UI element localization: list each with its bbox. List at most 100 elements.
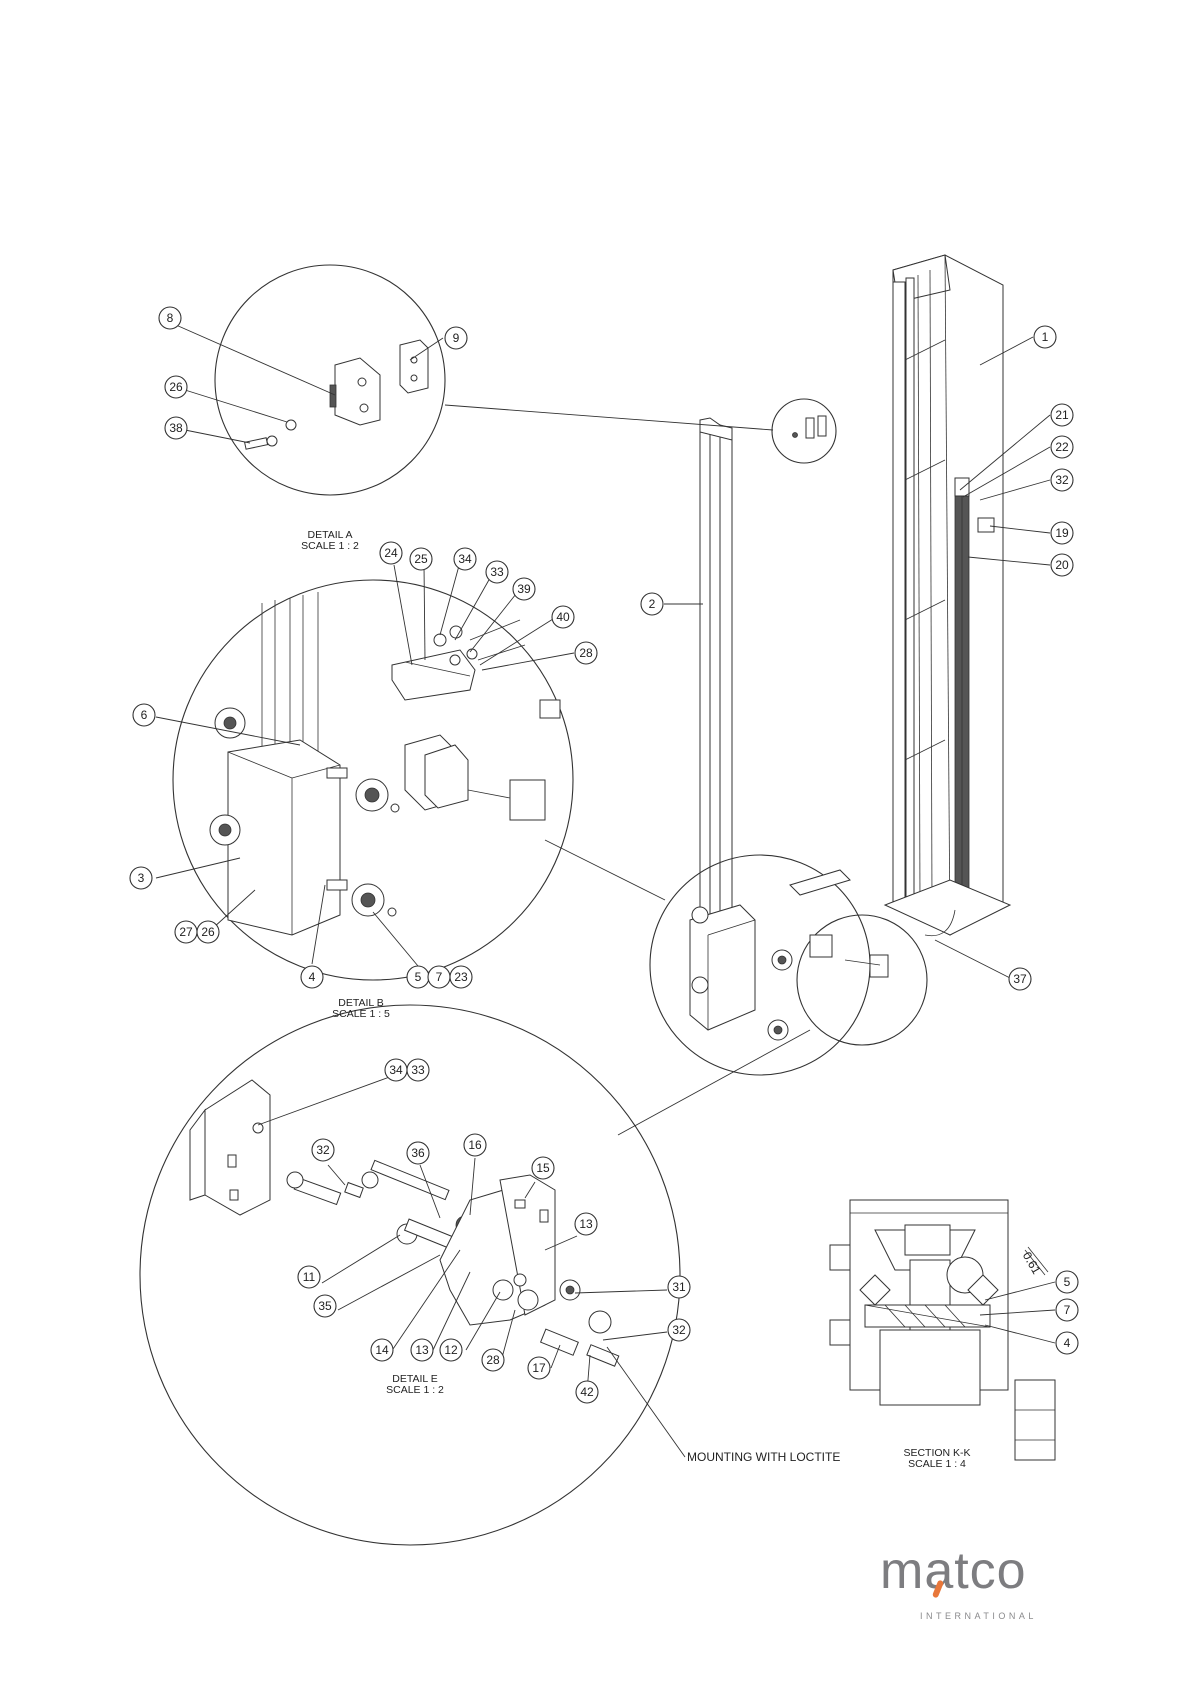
- mounting-note: MOUNTING WITH LOCTITE: [687, 1450, 840, 1464]
- svg-text:27: 27: [179, 925, 193, 939]
- svg-text:40: 40: [556, 610, 570, 624]
- balloon-e-28: 28: [482, 1349, 504, 1371]
- balloon-b-26: 26: [197, 921, 219, 943]
- balloon-e-31: 31: [668, 1276, 690, 1298]
- svg-text:36: 36: [411, 1146, 425, 1160]
- detail-e-parts: [190, 1080, 619, 1366]
- svg-text:33: 33: [490, 565, 504, 579]
- balloon-main-2: 2: [641, 593, 663, 615]
- svg-text:28: 28: [579, 646, 593, 660]
- svg-text:34: 34: [389, 1063, 403, 1077]
- svg-text:7: 7: [1064, 1303, 1071, 1317]
- balloon-e-15: 15: [532, 1157, 554, 1179]
- svg-text:4: 4: [309, 970, 316, 984]
- balloon-e-13a: 13: [575, 1213, 597, 1235]
- matco-logo: matco: [880, 1540, 1080, 1602]
- detail-b-parts: [210, 592, 560, 935]
- svg-text:26: 26: [169, 380, 183, 394]
- column-2: [690, 418, 755, 1030]
- balloon-b-39: 39: [513, 578, 535, 600]
- balloon-main-21: 21: [1051, 404, 1073, 426]
- svg-text:28: 28: [486, 1353, 500, 1367]
- balloon-a-38: 38: [165, 417, 187, 439]
- svg-text:26: 26: [201, 925, 215, 939]
- balloon-b-33: 33: [486, 561, 508, 583]
- svg-text:32: 32: [1055, 473, 1069, 487]
- balloon-b-25: 25: [410, 548, 432, 570]
- detail-b-callout: [650, 855, 870, 1075]
- balloon-e-12: 12: [440, 1339, 462, 1361]
- svg-text:32: 32: [672, 1323, 686, 1337]
- svg-text:2: 2: [649, 597, 656, 611]
- main-column-assembly: [885, 255, 1010, 936]
- svg-text:34: 34: [458, 552, 472, 566]
- svg-text:4: 4: [1064, 1336, 1071, 1350]
- section-kk-view: [830, 1200, 1055, 1460]
- balloon-main-37: 37: [1009, 968, 1031, 990]
- balloon-b-24: 24: [380, 542, 402, 564]
- logo-subtitle: INTERNATIONAL: [920, 1609, 1060, 1623]
- balloon-b-27: 27: [175, 921, 197, 943]
- svg-text:12: 12: [444, 1343, 458, 1357]
- dimension-label: 0.61: [1020, 1249, 1044, 1277]
- balloon-main-32: 32: [1051, 469, 1073, 491]
- balloon-kk-5: 5: [1056, 1271, 1078, 1293]
- svg-text:31: 31: [672, 1280, 686, 1294]
- balloon-kk-7: 7: [1056, 1299, 1078, 1321]
- svg-text:14: 14: [375, 1343, 389, 1357]
- detail-b-scale: SCALE 1 : 5: [332, 1008, 390, 1020]
- balloon-a-26: 26: [165, 376, 187, 398]
- svg-text:23: 23: [454, 970, 468, 984]
- balloon-b-34: 34: [454, 548, 476, 570]
- balloon-b-3: 3: [130, 867, 152, 889]
- svg-text:5: 5: [1064, 1275, 1071, 1289]
- detail-a-parts: [245, 340, 428, 449]
- balloon-e-11: 11: [298, 1266, 320, 1288]
- balloon-main-20: 20: [1051, 554, 1073, 576]
- balloon-e-17: 17: [528, 1357, 550, 1379]
- balloon-e-32b: 32: [668, 1319, 690, 1341]
- svg-text:20: 20: [1055, 558, 1069, 572]
- svg-text:17: 17: [532, 1361, 546, 1375]
- balloon-e-32a: 32: [312, 1139, 334, 1161]
- svg-text:3: 3: [138, 871, 145, 885]
- detail-e-scale: SCALE 1 : 2: [386, 1384, 444, 1396]
- balloon-e-16: 16: [464, 1134, 486, 1156]
- svg-text:16: 16: [468, 1138, 482, 1152]
- svg-text:38: 38: [169, 421, 183, 435]
- balloon-b-28: 28: [575, 642, 597, 664]
- balloon-a-9: 9: [445, 327, 467, 349]
- balloon-b-7: 7: [428, 966, 450, 988]
- svg-text:7: 7: [436, 970, 443, 984]
- balloon-e-14: 14: [371, 1339, 393, 1361]
- svg-text:21: 21: [1055, 408, 1069, 422]
- svg-text:24: 24: [384, 546, 398, 560]
- balloon-b-23: 23: [450, 966, 472, 988]
- svg-text:32: 32: [316, 1143, 330, 1157]
- svg-text:37: 37: [1013, 972, 1027, 986]
- balloon-kk-4: 4: [1056, 1332, 1078, 1354]
- svg-text:19: 19: [1055, 526, 1069, 540]
- balloon-b-6: 6: [133, 704, 155, 726]
- balloon-e-36: 36: [407, 1142, 429, 1164]
- svg-text:11: 11: [303, 1270, 316, 1284]
- balloon-a-8: 8: [159, 307, 181, 329]
- detail-e-view: [140, 1005, 680, 1545]
- detail-a-scale: SCALE 1 : 2: [301, 540, 359, 552]
- balloon-b-4: 4: [301, 966, 323, 988]
- svg-text:33: 33: [411, 1063, 425, 1077]
- svg-text:9: 9: [453, 331, 460, 345]
- balloon-e-33: 33: [407, 1059, 429, 1081]
- balloon-e-42: 42: [576, 1381, 598, 1403]
- svg-text:39: 39: [517, 582, 531, 596]
- section-kk-scale: SCALE 1 : 4: [908, 1458, 966, 1470]
- svg-text:5: 5: [415, 970, 422, 984]
- balloon-main-19: 19: [1051, 522, 1073, 544]
- svg-text:6: 6: [141, 708, 148, 722]
- svg-text:25: 25: [414, 552, 428, 566]
- svg-text:1: 1: [1042, 330, 1049, 344]
- balloon-b-40: 40: [552, 606, 574, 628]
- balloon-e-13b: 13: [411, 1339, 433, 1361]
- balloon-e-34: 34: [385, 1059, 407, 1081]
